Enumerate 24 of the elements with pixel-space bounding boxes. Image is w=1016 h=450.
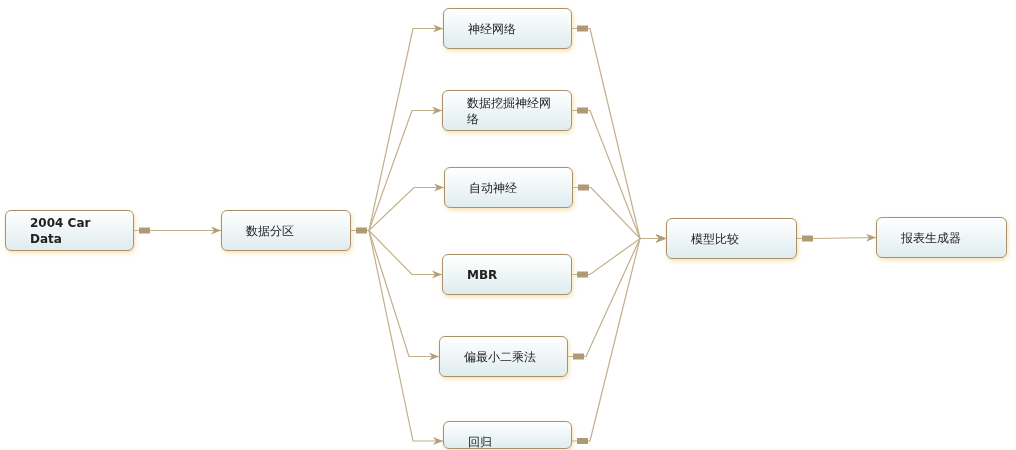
- process-box: [666, 218, 797, 259]
- arrow: [571, 234, 667, 442]
- process-box: [443, 421, 572, 449]
- node-label: 数据挖掘神经网络: [467, 94, 552, 127]
- process-box: [221, 210, 351, 251]
- process-box: [5, 210, 134, 251]
- arrow: [796, 233, 877, 242]
- arrow: [350, 229, 444, 445]
- process-box: [444, 167, 573, 208]
- node-label: 报表生成器: [901, 229, 961, 246]
- node-label: 回归: [468, 434, 492, 450]
- process-box: [442, 254, 572, 295]
- process-box: [876, 217, 1007, 258]
- process-box: [439, 336, 568, 377]
- node-label: 偏最小二乘法: [464, 348, 536, 365]
- node-label: MBR: [467, 266, 498, 283]
- node-label: 数据分区: [246, 222, 294, 239]
- node-label: 自动神经: [469, 179, 517, 196]
- arrow: [133, 226, 222, 235]
- node-label: 模型比较: [691, 230, 739, 247]
- node-label: 神经网络: [468, 20, 516, 37]
- process-box: [442, 90, 572, 131]
- process-box: [443, 8, 572, 49]
- node-label: 2004 Car Data: [30, 214, 92, 247]
